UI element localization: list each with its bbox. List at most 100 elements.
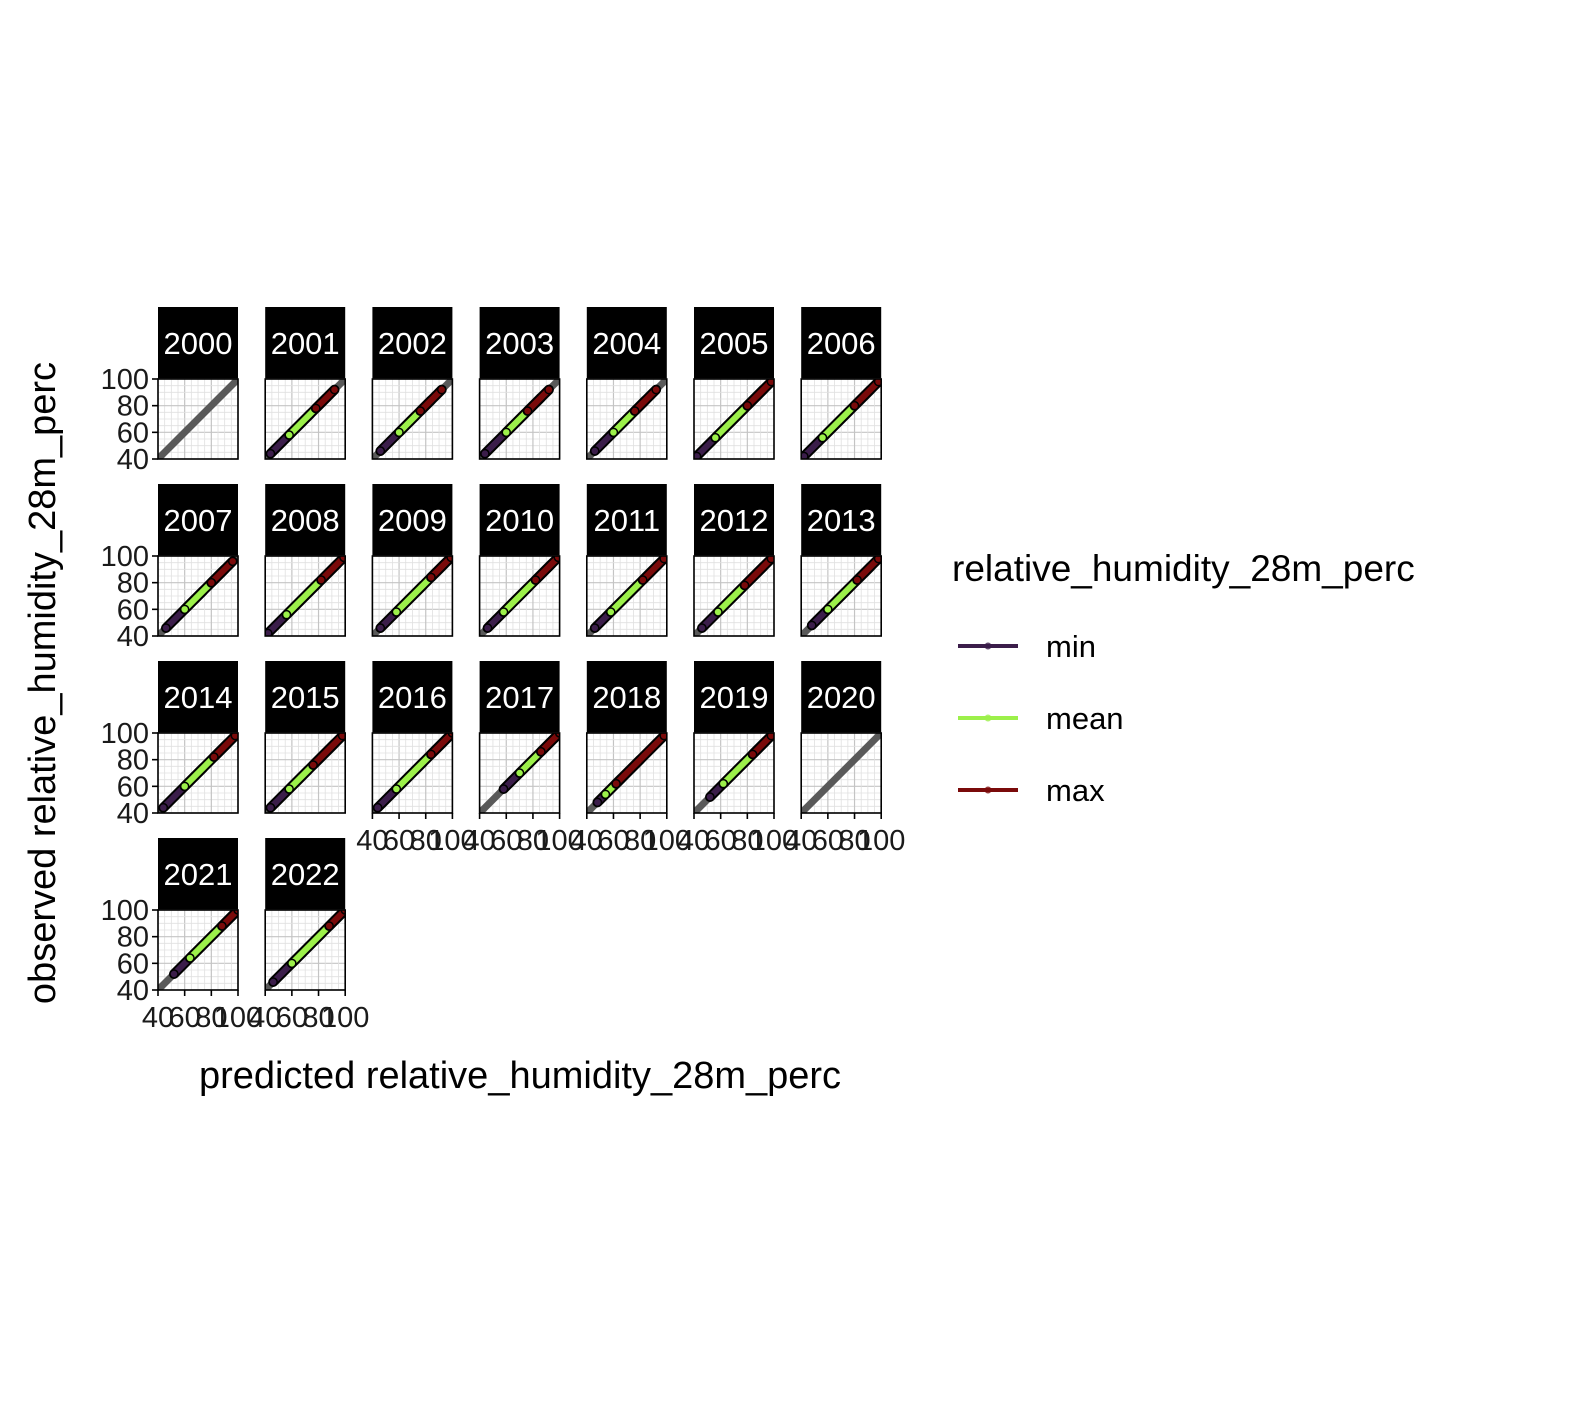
panel-plot-area xyxy=(265,733,346,813)
series-point-max xyxy=(522,406,533,416)
y-tick-label: 40 xyxy=(117,798,149,830)
series-point-max xyxy=(329,384,340,395)
facet-strip xyxy=(158,661,238,733)
panel-plot-area xyxy=(372,556,453,636)
series-point-max xyxy=(311,403,321,414)
facet-strip xyxy=(586,661,667,733)
facet-strip-label: 2022 xyxy=(271,857,340,892)
series-point-max xyxy=(415,406,426,416)
series-point-min xyxy=(697,623,707,633)
y-tick-label: 60 xyxy=(117,417,149,449)
x-tick-label: 40 xyxy=(356,825,388,857)
facet-panel: 2011 xyxy=(585,484,668,637)
panel-plot-area xyxy=(479,556,560,636)
x-tick-label: 60 xyxy=(705,825,737,857)
series-line-max xyxy=(854,556,882,583)
panel-plot-area xyxy=(158,379,238,459)
panel-plot-area xyxy=(158,733,238,813)
x-tick-label: 80 xyxy=(838,825,870,857)
series-line-max xyxy=(851,379,882,409)
series-point-min xyxy=(498,784,509,794)
facet-strip-label: 2017 xyxy=(485,680,554,715)
series-line-max xyxy=(524,386,552,414)
facet-strip-label: 2008 xyxy=(271,503,340,538)
facet-strip xyxy=(158,838,238,910)
facet-strip xyxy=(265,661,346,733)
x-tick-label: 60 xyxy=(169,1002,201,1034)
series-point-mean xyxy=(608,427,619,438)
x-axis-title: predicted relative_humidity_28m_perc xyxy=(199,1055,841,1097)
y-tick-label: 40 xyxy=(117,975,149,1007)
panel-plot-area xyxy=(694,733,774,813)
facet-strip xyxy=(158,307,238,379)
facet-panel: 2015 xyxy=(264,661,347,814)
series-point-mean xyxy=(710,432,721,443)
y-tick-label: 80 xyxy=(117,568,149,600)
series-point-min xyxy=(592,797,603,808)
series-point-max xyxy=(324,921,334,931)
panel-plot-area xyxy=(265,556,346,636)
y-tick-label: 100 xyxy=(101,718,149,750)
facet-strip xyxy=(479,661,560,733)
series-point-mean xyxy=(185,953,195,963)
series-point-max xyxy=(630,406,640,416)
facet-panel: 2013 xyxy=(800,484,883,637)
x-tick-label: 100 xyxy=(643,825,691,857)
series-point-min xyxy=(694,451,702,459)
facet-strip xyxy=(479,307,560,379)
series-point-max xyxy=(426,749,436,760)
facet-strip xyxy=(265,838,346,910)
y-tick-label: 80 xyxy=(117,391,149,423)
facet-strip-label: 2005 xyxy=(700,326,769,361)
panel-plot-area xyxy=(158,910,238,990)
panel-border xyxy=(800,555,883,637)
y-tick-label: 100 xyxy=(101,541,149,573)
panel-border xyxy=(264,909,347,991)
series-point-mean xyxy=(281,609,292,620)
series-line-max xyxy=(310,733,346,768)
series-point-max xyxy=(651,384,661,395)
series-line-max xyxy=(613,733,667,787)
series-point-mean xyxy=(284,430,294,440)
series-point-min xyxy=(375,623,386,633)
series-point-max xyxy=(747,749,758,760)
x-tick-label: 80 xyxy=(624,825,656,857)
x-tick-label: 100 xyxy=(214,1002,262,1034)
series-line-max xyxy=(532,556,560,583)
facet-strip-label: 2015 xyxy=(271,680,340,715)
x-tick-label: 80 xyxy=(517,825,549,857)
series-point-min xyxy=(265,448,276,459)
series-line-max xyxy=(639,556,667,583)
series-point-mean xyxy=(823,604,833,615)
facet-panel: 2006 xyxy=(800,307,883,460)
series-point-max xyxy=(852,575,862,585)
panel-plot-area xyxy=(372,379,453,459)
series-point-max xyxy=(766,733,774,741)
panel-plot-area xyxy=(586,733,667,813)
facet-panel: 2004 xyxy=(585,307,668,460)
series-point-max xyxy=(337,733,346,741)
series-point-max xyxy=(217,921,227,931)
facet-strip xyxy=(372,661,453,733)
series-line-max xyxy=(211,733,238,760)
facet-strip-label: 2007 xyxy=(164,503,233,538)
panel-plot-area xyxy=(479,733,560,813)
y-tick-label: 80 xyxy=(117,745,149,777)
facet-strip-label: 2014 xyxy=(164,680,233,715)
facet-strip-label: 2019 xyxy=(700,680,769,715)
panel-plot-area xyxy=(265,910,346,990)
panel-border xyxy=(157,732,239,814)
reference-line xyxy=(158,379,238,459)
panel-border xyxy=(693,555,775,637)
legend-label: max xyxy=(1046,773,1105,808)
panel-plot-area xyxy=(158,556,238,636)
facet-strip-label: 2000 xyxy=(164,326,233,361)
panel-border xyxy=(693,732,775,814)
series-point-mean xyxy=(391,784,402,794)
facet-strip xyxy=(265,484,346,556)
